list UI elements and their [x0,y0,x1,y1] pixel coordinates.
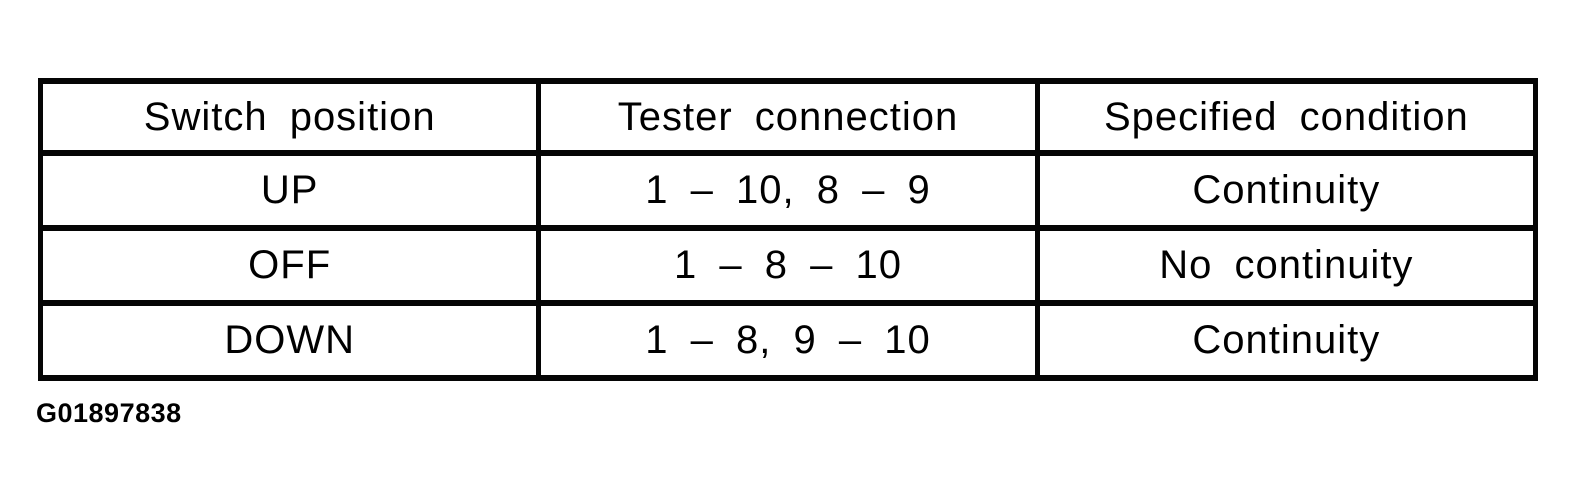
figure-id-label: G01897838 [36,398,182,428]
column-header-switch-position: Switch position [37,78,542,156]
switch-continuity-table: Switch position Tester connection Specif… [37,78,1539,381]
table-row-off: OFF 1 – 8 – 10 No continuity [37,225,1539,306]
cell-switch-position: OFF [37,225,542,306]
table-row-up: UP 1 – 10, 8 – 9 Continuity [37,150,1539,231]
cell-switch-position: UP [37,150,542,231]
cell-tester-connection: 1 – 10, 8 – 9 [536,150,1040,231]
cell-specified-condition: No continuity [1034,225,1539,306]
table-row-down: DOWN 1 – 8, 9 – 10 Continuity [37,300,1539,381]
cell-tester-connection: 1 – 8, 9 – 10 [536,300,1040,381]
cell-switch-position: DOWN [37,300,542,381]
cell-specified-condition: Continuity [1034,300,1539,381]
cell-specified-condition: Continuity [1034,150,1539,231]
cell-tester-connection: 1 – 8 – 10 [536,225,1040,306]
column-header-tester-connection: Tester connection [536,78,1040,156]
column-header-specified-condition: Specified condition [1034,78,1539,156]
table-header-row: Switch position Tester connection Specif… [37,78,1539,156]
